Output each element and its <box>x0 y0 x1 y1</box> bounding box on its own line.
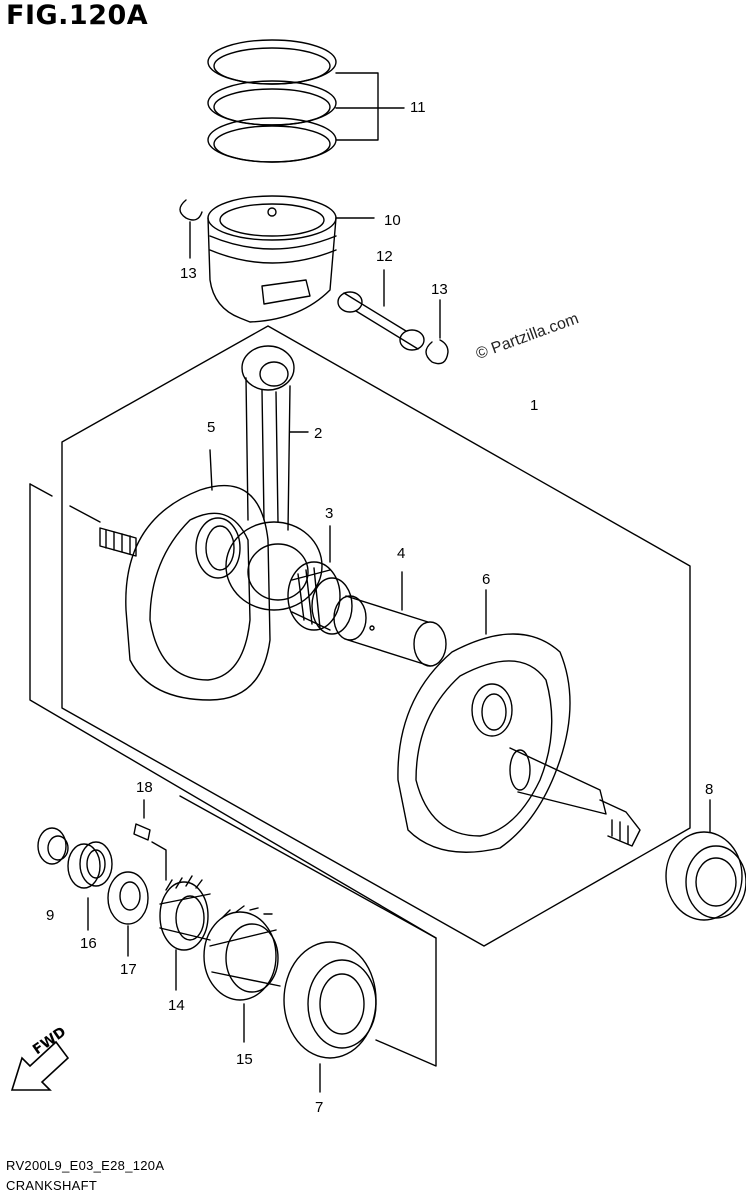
circlip-right <box>425 339 449 365</box>
connecting-rod <box>225 345 323 611</box>
callout-18: 18 <box>136 779 153 796</box>
callout-16: 16 <box>80 935 97 952</box>
callout-13-left: 13 <box>180 265 197 282</box>
callout-5: 5 <box>207 419 216 436</box>
crank-web-left <box>99 449 271 701</box>
piston-rings <box>207 39 405 163</box>
callout-12: 12 <box>376 248 393 265</box>
callout-2: 2 <box>314 425 323 442</box>
gear-14 <box>159 875 211 991</box>
washer <box>107 871 149 957</box>
callout-6: 6 <box>482 571 491 588</box>
key <box>133 799 167 881</box>
bearing-7 <box>283 941 377 1093</box>
callout-17: 17 <box>120 961 137 978</box>
callout-7: 7 <box>315 1099 324 1116</box>
callout-13-right: 13 <box>431 281 448 298</box>
callout-8: 8 <box>705 781 714 798</box>
fwd-arrow-icon <box>10 1040 70 1091</box>
crank-web-right <box>397 589 641 853</box>
crank-pin <box>333 571 447 667</box>
spacer <box>67 841 113 931</box>
callout-3: 3 <box>325 505 334 522</box>
piston-pin <box>337 269 425 351</box>
oil-seal <box>37 827 69 865</box>
callout-15: 15 <box>236 1051 253 1068</box>
callout-4: 4 <box>397 545 406 562</box>
callout-1: 1 <box>530 397 539 414</box>
gear-15 <box>203 905 281 1043</box>
needle-bearing <box>287 525 353 635</box>
callout-9: 9 <box>46 907 55 924</box>
footer-code: RV200L9_E03_E28_120A <box>6 1158 165 1173</box>
callout-11: 11 <box>410 99 426 116</box>
assembly-outline <box>61 325 691 947</box>
callout-14: 14 <box>168 997 185 1014</box>
piston <box>207 195 375 323</box>
circlip-left <box>179 199 203 221</box>
bearing-8 <box>665 799 746 921</box>
footer-name: CRANKSHAFT <box>6 1178 98 1193</box>
callout-10: 10 <box>384 212 401 229</box>
figure-title: FIG.120A <box>6 0 149 31</box>
